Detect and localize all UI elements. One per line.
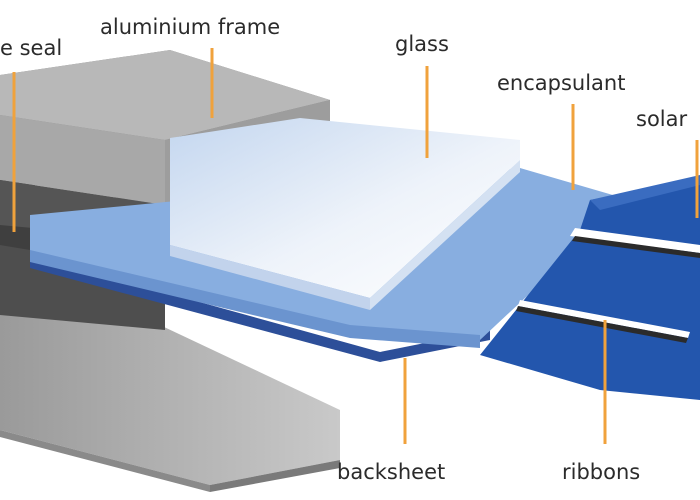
leader-lines	[12, 48, 699, 444]
label-edge-seal: e seal	[0, 36, 63, 60]
label-backsheet: backsheet	[337, 460, 446, 484]
label-encapsulant: encapsulant	[497, 71, 626, 95]
layer-solar-cells	[480, 175, 700, 400]
layer-glass	[170, 118, 520, 310]
frame-bottom	[0, 285, 340, 492]
label-ribbons: ribbons	[562, 460, 641, 484]
ribbon-upper	[570, 228, 700, 253]
label-aluminium-frame: aluminium frame	[100, 15, 281, 39]
label-solar: solar	[636, 107, 688, 131]
ribbons-group	[516, 228, 700, 343]
label-glass: glass	[395, 32, 449, 56]
ribbon-lower	[518, 300, 690, 338]
